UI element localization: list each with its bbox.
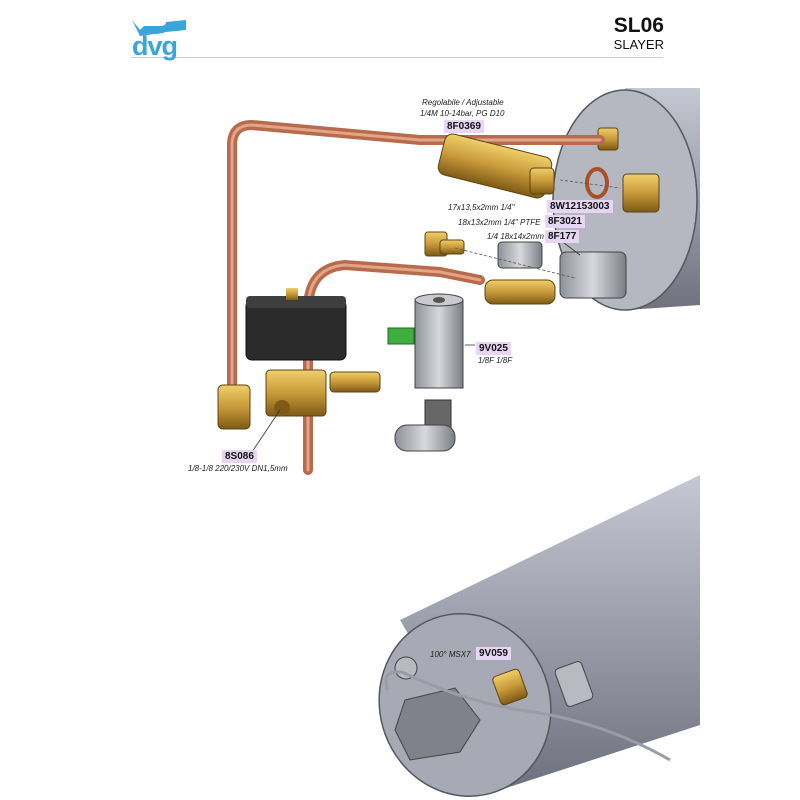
regulator-code[interactable]: 8F0369 [444,120,484,133]
union-fitting [484,251,627,305]
spacer-9v025 [414,293,464,389]
fitting-note: 1/4 18x14x2mm [487,232,544,241]
solenoid-valve [245,288,381,417]
ptfe-note: 18x13x2mm 1/4" PTFE [458,218,541,227]
regulator-note-2: 1/4M 10-14bar, PG D10 [420,109,505,118]
probe-note: 100° MSX7 [430,650,471,659]
regulator-note-1: Regolabile / Adjustable [422,98,504,107]
header-divider [130,57,663,58]
brand-logo-text: dvg [132,31,178,61]
ptfe-code[interactable]: 8F3021 [545,215,585,228]
fitting-code[interactable]: 8F177 [545,230,580,243]
elbow-fitting [217,384,251,430]
spacer-note: 1/8F 1/8F [478,356,513,365]
oring-note: 17x13,5x2mm 1/4" [448,203,515,212]
dvg-logo-icon [132,20,186,36]
spacer-code[interactable]: 9V025 [476,342,511,355]
ptfe-fitting [424,231,543,269]
valve-note: 1/8-1/8 220/230V DN1,5mm [188,464,288,473]
o-ring [585,167,609,199]
probe-code[interactable]: 9V059 [476,647,511,660]
green-connector [387,327,415,345]
push-fitting [394,399,456,452]
model-title: SL06 [613,14,664,37]
model-subtitle: SLAYER [613,37,664,52]
pressure-regulator [437,133,555,199]
valve-code[interactable]: 8S086 [222,450,257,463]
oring-code[interactable]: 8W12153003 [547,200,613,213]
lower-boiler [378,475,700,797]
